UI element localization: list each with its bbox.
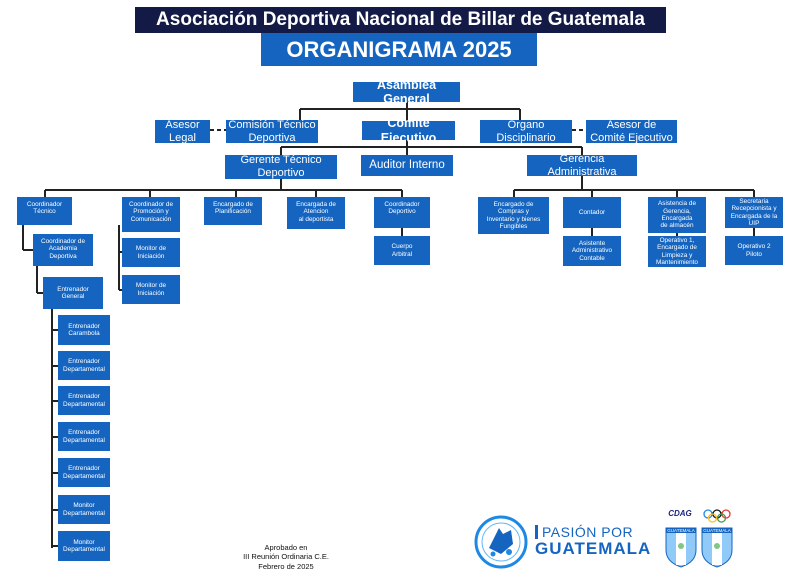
org-title: Asociación Deportiva Nacional de Billar … [135,7,666,33]
monitor-departamental-box[interactable]: Monitor Departamental [58,531,110,561]
asistencia-gerencia-box[interactable]: Asistencia de Gerencia, Encargada de alm… [648,197,706,233]
entrenador-departamental-box[interactable]: Entrenador Departamental [58,351,110,380]
encargado-compras-box[interactable]: Encargado de Compras y Inventario y bien… [478,197,549,234]
entrenador-general-box[interactable]: Entrenador General [43,277,103,309]
entrenador-departamental-box[interactable]: Entrenador Departamental [58,386,110,415]
coordinador-academia-box[interactable]: Coordinador de Academia Deportiva [33,234,93,266]
asesor-legal-box[interactable]: Asesor Legal [155,119,210,144]
flag-label: GUATEMALA [666,528,696,533]
encargada-atencion-deportista-box[interactable]: Encargada de Atencion al deportista [287,197,345,229]
contador-box[interactable]: Contador [563,197,621,228]
asamblea-general-box[interactable]: Asamblea General [353,78,460,106]
cuerpo-arbitral-box[interactable]: Cuerpo Arbitral [374,236,430,265]
encargado-planificacion-box[interactable]: Encargado de Planificación [204,197,262,225]
entrenador-departamental-box[interactable]: Entrenador Departamental [58,458,110,487]
auditor-interno-box[interactable]: Auditor Interno [361,155,453,176]
org-subtitle: ORGANIGRAMA 2025 [261,33,537,66]
flag-label: GUATEMALA [702,528,732,533]
coordinador-promocion-box[interactable]: Coordinador de Promoción y Comunicación [122,197,180,232]
comite-ejecutivo-box[interactable]: Comité Ejecutivo [362,116,455,145]
entrenador-departamental-box[interactable]: Entrenador Departamental [58,422,110,451]
operativo-2-box[interactable]: Operativo 2 Piloto [725,236,783,265]
asesor-comite-ejecutivo-box[interactable]: Asesor de Comité Ejecutivo [586,119,677,144]
cdag-label: CDAG [668,509,692,518]
coordinador-deportivo-box[interactable]: Coordinador Deportivo [374,197,430,228]
operativo-1-box[interactable]: Operativo 1, Encargado de Limpieza y Man… [648,236,706,267]
gerente-tecnico-deportivo-box[interactable]: Gerente Técnico Deportivo [225,154,337,179]
monitor-iniciacion-box[interactable]: Monitor de Iniciación [122,238,180,267]
monitor-departamental-box[interactable]: Monitor Departamental [58,495,110,524]
asistente-administrativo-contable-box[interactable]: Asistente Administrativo Contable [563,236,621,266]
monitor-iniciacion-box[interactable]: Monitor de Iniciación [122,275,180,304]
comision-tecnico-deportiva-box[interactable]: Comisión Técnico Deportiva [226,119,318,144]
gerencia-administrativa-box[interactable]: Gerencia Administrativa [527,153,637,178]
coordinador-tecnico-box[interactable]: Coordinador Técnico [17,197,72,225]
organo-disciplinario-box[interactable]: Organo Disciplinario [480,119,572,144]
secretaria-recepcionista-box[interactable]: Secretaria Recepcionista y Encargada de … [725,197,783,228]
entrenador-carambola-box[interactable]: Entrenador Carambola [58,315,110,345]
billar-logo-icon [474,515,528,569]
pasion-por-guatemala-logo: PASIÓN POR GUATEMALA [535,524,652,558]
approval-note: Aprobado en III Reunión Ordinaria C.E. F… [243,543,329,571]
coguat-olympic-shield-icon [701,509,733,568]
